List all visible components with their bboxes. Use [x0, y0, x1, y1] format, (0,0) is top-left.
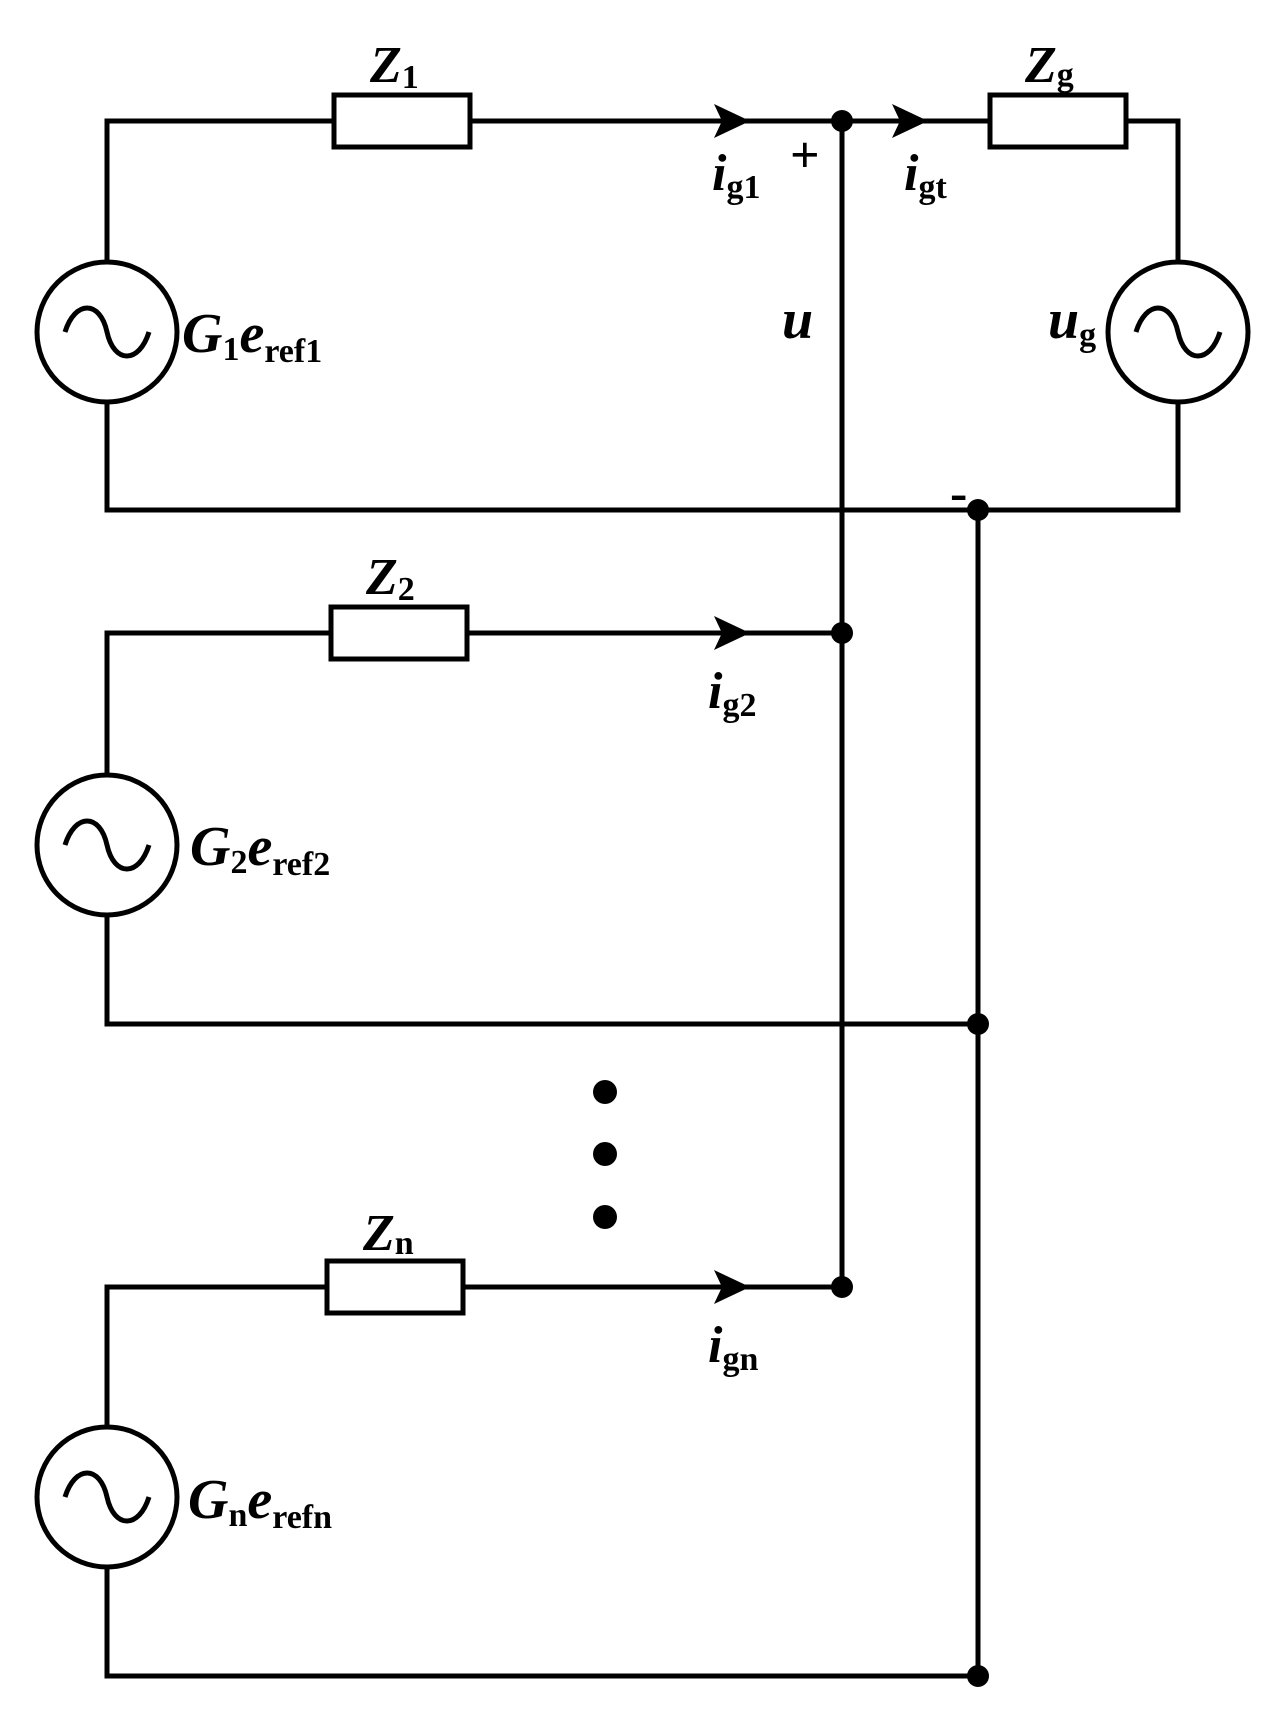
label-ug: ug: [1048, 289, 1096, 354]
impedance-z1: [331, 92, 473, 150]
current-arrow-ig1: [714, 104, 750, 138]
impedance-zn: [324, 1258, 466, 1316]
ellipsis-dot: [593, 1142, 617, 1166]
junction-dot: [831, 1276, 853, 1298]
sine-wave-icon: [62, 305, 152, 359]
label-minus: -: [950, 465, 967, 522]
current-arrow-ig2: [714, 616, 750, 650]
branchn-left-wire: [104, 1284, 330, 1430]
junction-dot: [831, 622, 853, 644]
branch1-return-wire: [104, 400, 1181, 513]
impedance-zg: [987, 92, 1129, 150]
label-source-gn: Gnerefn: [188, 1469, 332, 1536]
ellipsis-dot: [593, 1080, 617, 1104]
sine-wave-icon: [1133, 305, 1223, 359]
label-ig1: ig1: [712, 145, 760, 206]
label-source-g1: G1eref1: [182, 303, 322, 370]
branchn-return-wire: [104, 1564, 981, 1679]
junction-dot: [831, 110, 853, 132]
impedance-z2: [328, 604, 470, 662]
label-ign: ign: [708, 1317, 758, 1378]
label-plus: +: [790, 127, 820, 184]
label-z1: Z1: [369, 37, 419, 96]
junction-dot: [967, 499, 989, 521]
label-source-g2: G2eref2: [190, 816, 330, 883]
current-arrow-igt: [892, 104, 928, 138]
ellipsis-dot: [593, 1205, 617, 1229]
branch2-return-wire: [104, 912, 981, 1027]
label-u: u: [782, 289, 813, 351]
junction-dot: [967, 1013, 989, 1035]
sine-wave-icon: [62, 1470, 152, 1524]
label-zg: Zg: [1024, 37, 1074, 94]
label-zn: Zn: [362, 1205, 414, 1262]
label-igt: igt: [904, 145, 947, 206]
branch1-left-wire: [104, 118, 337, 265]
label-z2: Z2: [365, 549, 415, 608]
sine-wave-icon: [62, 818, 152, 872]
branch2-left-wire: [104, 630, 334, 778]
current-arrow-ign: [714, 1270, 750, 1304]
junction-dot: [967, 1665, 989, 1687]
label-ig2: ig2: [708, 663, 756, 724]
